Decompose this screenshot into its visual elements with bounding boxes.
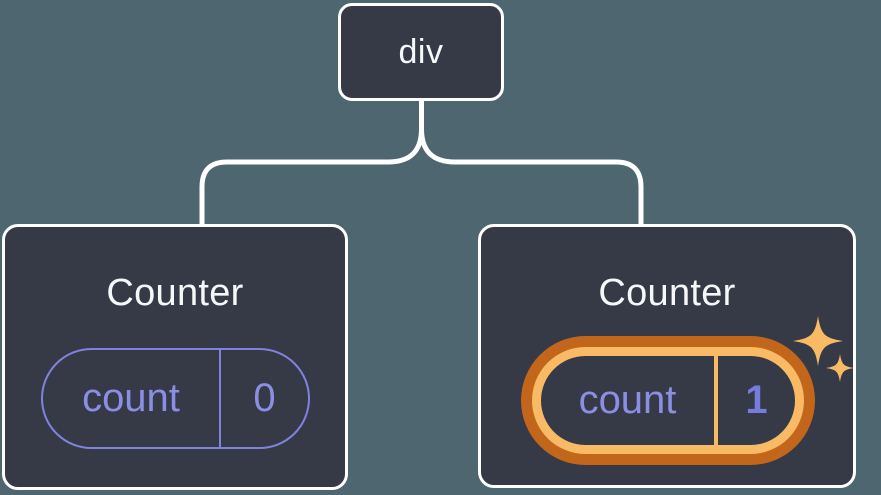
sparkle-small (826, 354, 854, 382)
root-node-label: div (398, 32, 444, 71)
counter-title: Counter (598, 272, 736, 314)
state-name-label: count (578, 378, 677, 422)
counter-card-right: Counter count 1 (478, 224, 856, 488)
state-pill-highlight-ring: count 1 (521, 336, 815, 465)
state-pill: count 1 (541, 356, 795, 445)
state-value: 1 (714, 356, 795, 445)
sparkle-large (793, 316, 843, 366)
state-value: 0 (219, 350, 308, 447)
state-pill-highlight-inner-ring: count 1 (532, 347, 804, 454)
counter-card-left: Counter count 0 (2, 224, 348, 490)
state-pill: count 0 (41, 348, 310, 449)
state-name-label: count (82, 376, 180, 420)
connector-branch-right (419, 126, 644, 229)
root-node: div (338, 3, 504, 101)
connector-branch-left (199, 126, 424, 229)
sparkles-icon (793, 316, 854, 382)
counter-title: Counter (106, 272, 244, 314)
